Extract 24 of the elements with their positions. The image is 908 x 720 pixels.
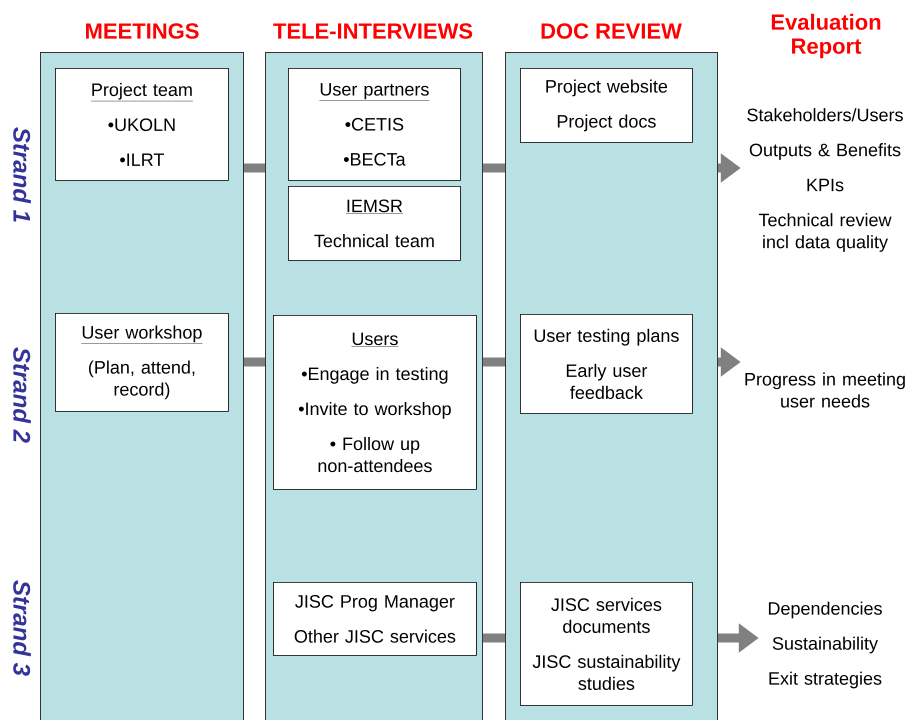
column-heading: DOC REVIEW <box>542 23 682 39</box>
outcome-text: Progress in meeting user needs <box>745 372 905 408</box>
outcome-text: Dependencies Sustainability Exit strategies <box>768 602 882 688</box>
column-heading: MEETINGS <box>86 23 199 39</box>
outcome-text: Stakeholders/Users Outputs & Benefits KPIs Technical review incl data quality <box>747 108 903 252</box>
text-box: User partners •CETIS •BECTa <box>288 68 461 181</box>
text-box: JISC Prog Manager Other JISC services <box>273 582 477 656</box>
connector-bar <box>483 634 505 642</box>
text-box: Project team •UKOLN •ILRT <box>55 68 229 181</box>
strand-label: Strand 3 <box>13 580 31 676</box>
connector-bar <box>483 358 505 366</box>
text-box: Project website Project docs <box>520 68 693 143</box>
report-heading: Evaluation Report <box>772 14 880 58</box>
text-box: User testing plans Early user feedback <box>520 314 693 414</box>
column-heading: TELE-INTERVIEWS <box>273 23 472 39</box>
connector-bar <box>244 358 265 366</box>
connector-bar <box>483 164 505 172</box>
strand-label: Strand 1 <box>13 127 31 222</box>
strand-label: Strand 2 <box>13 347 31 443</box>
text-box: IEMSR Technical team <box>288 186 461 261</box>
text-box: Users •Engage in testing •Invite to workshop • Follow up non-attendees <box>273 315 477 490</box>
text-box: JISC services documents JISC sustainability studies <box>520 582 693 706</box>
connector-bar <box>244 164 265 172</box>
text-box: User workshop (Plan, attend, record) <box>55 313 229 412</box>
